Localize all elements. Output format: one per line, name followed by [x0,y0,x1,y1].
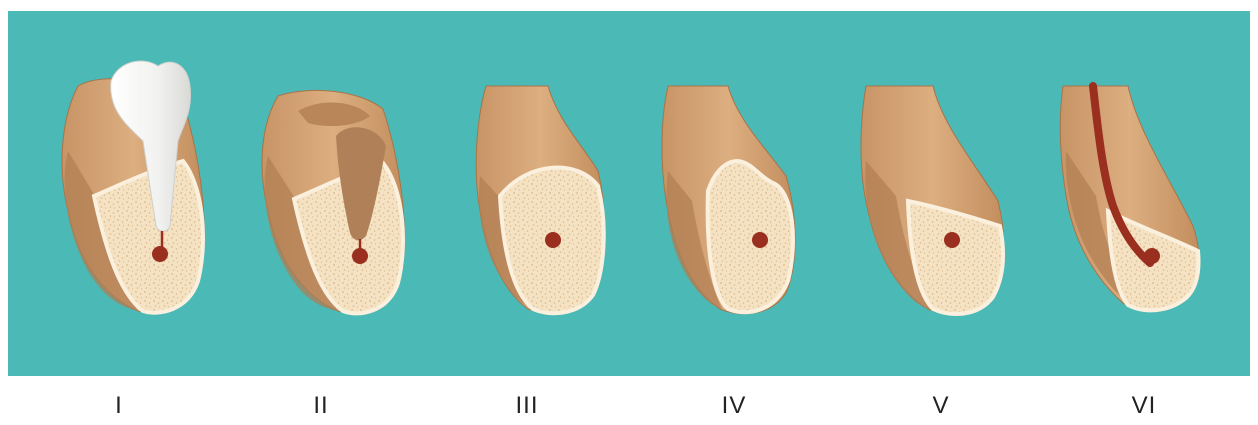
stage-label-3: III [515,392,538,420]
stage-4-illustration [662,86,795,314]
stage-1-illustration [62,61,204,313]
stage-label-1: I [115,392,123,420]
stage-label-4: IV [722,392,747,420]
stage-label-5: V [932,392,949,420]
diagram-panel [8,11,1250,376]
stage-labels: I II III IV V VI [0,380,1258,425]
stage-label-6: VI [1132,392,1157,420]
stage-label-2: II [313,392,328,420]
stage-6-illustration [1060,86,1199,310]
stage-3-illustration [476,86,604,313]
stage-5-illustration [861,86,1004,314]
ridge-resorption-diagram [8,11,1250,376]
stage-2-illustration [262,90,404,313]
